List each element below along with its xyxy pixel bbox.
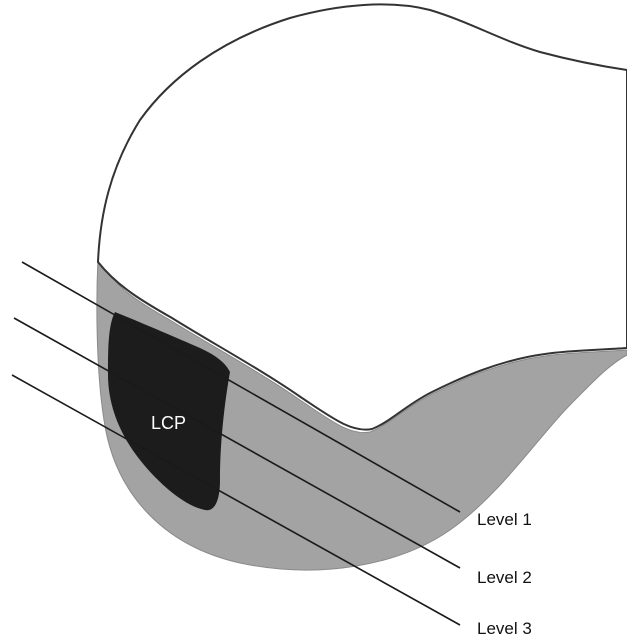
- lcp-label: LCP: [151, 413, 186, 433]
- level-2-label: Level 2: [477, 568, 532, 587]
- level-1-label: Level 1: [477, 510, 532, 529]
- level-3-label: Level 3: [477, 619, 532, 638]
